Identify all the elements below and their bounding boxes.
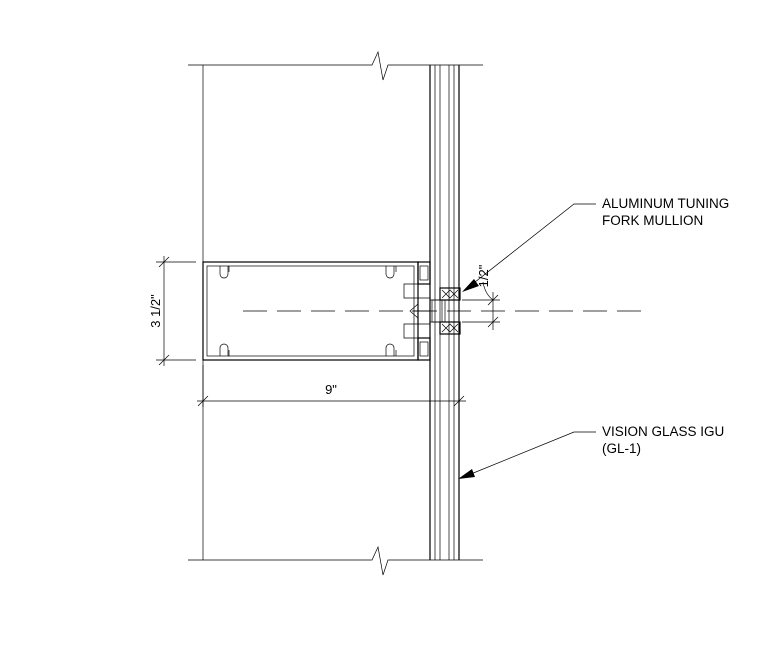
- dimension-height: [156, 256, 196, 366]
- mullion-label-line2: FORK MULLION: [602, 213, 703, 228]
- dimension-reveal-label: 1/2": [476, 264, 491, 287]
- glass-igu: [429, 65, 460, 560]
- leader-mullion: [462, 203, 596, 292]
- dimension-width: [197, 365, 466, 407]
- dimension-height-label: 3 1/2": [148, 294, 163, 328]
- glass-label-line1: VISION GLASS IGU: [602, 424, 724, 439]
- leader-glass: [458, 431, 596, 479]
- dimension-width-label: 9": [325, 382, 337, 397]
- gaskets: [431, 287, 461, 335]
- mullion-label-line1: ALUMINUM TUNING: [602, 196, 729, 211]
- dimension-reveal: [462, 281, 500, 330]
- wall-outline: [188, 50, 483, 576]
- glass-label-line2: (GL-1): [602, 441, 641, 456]
